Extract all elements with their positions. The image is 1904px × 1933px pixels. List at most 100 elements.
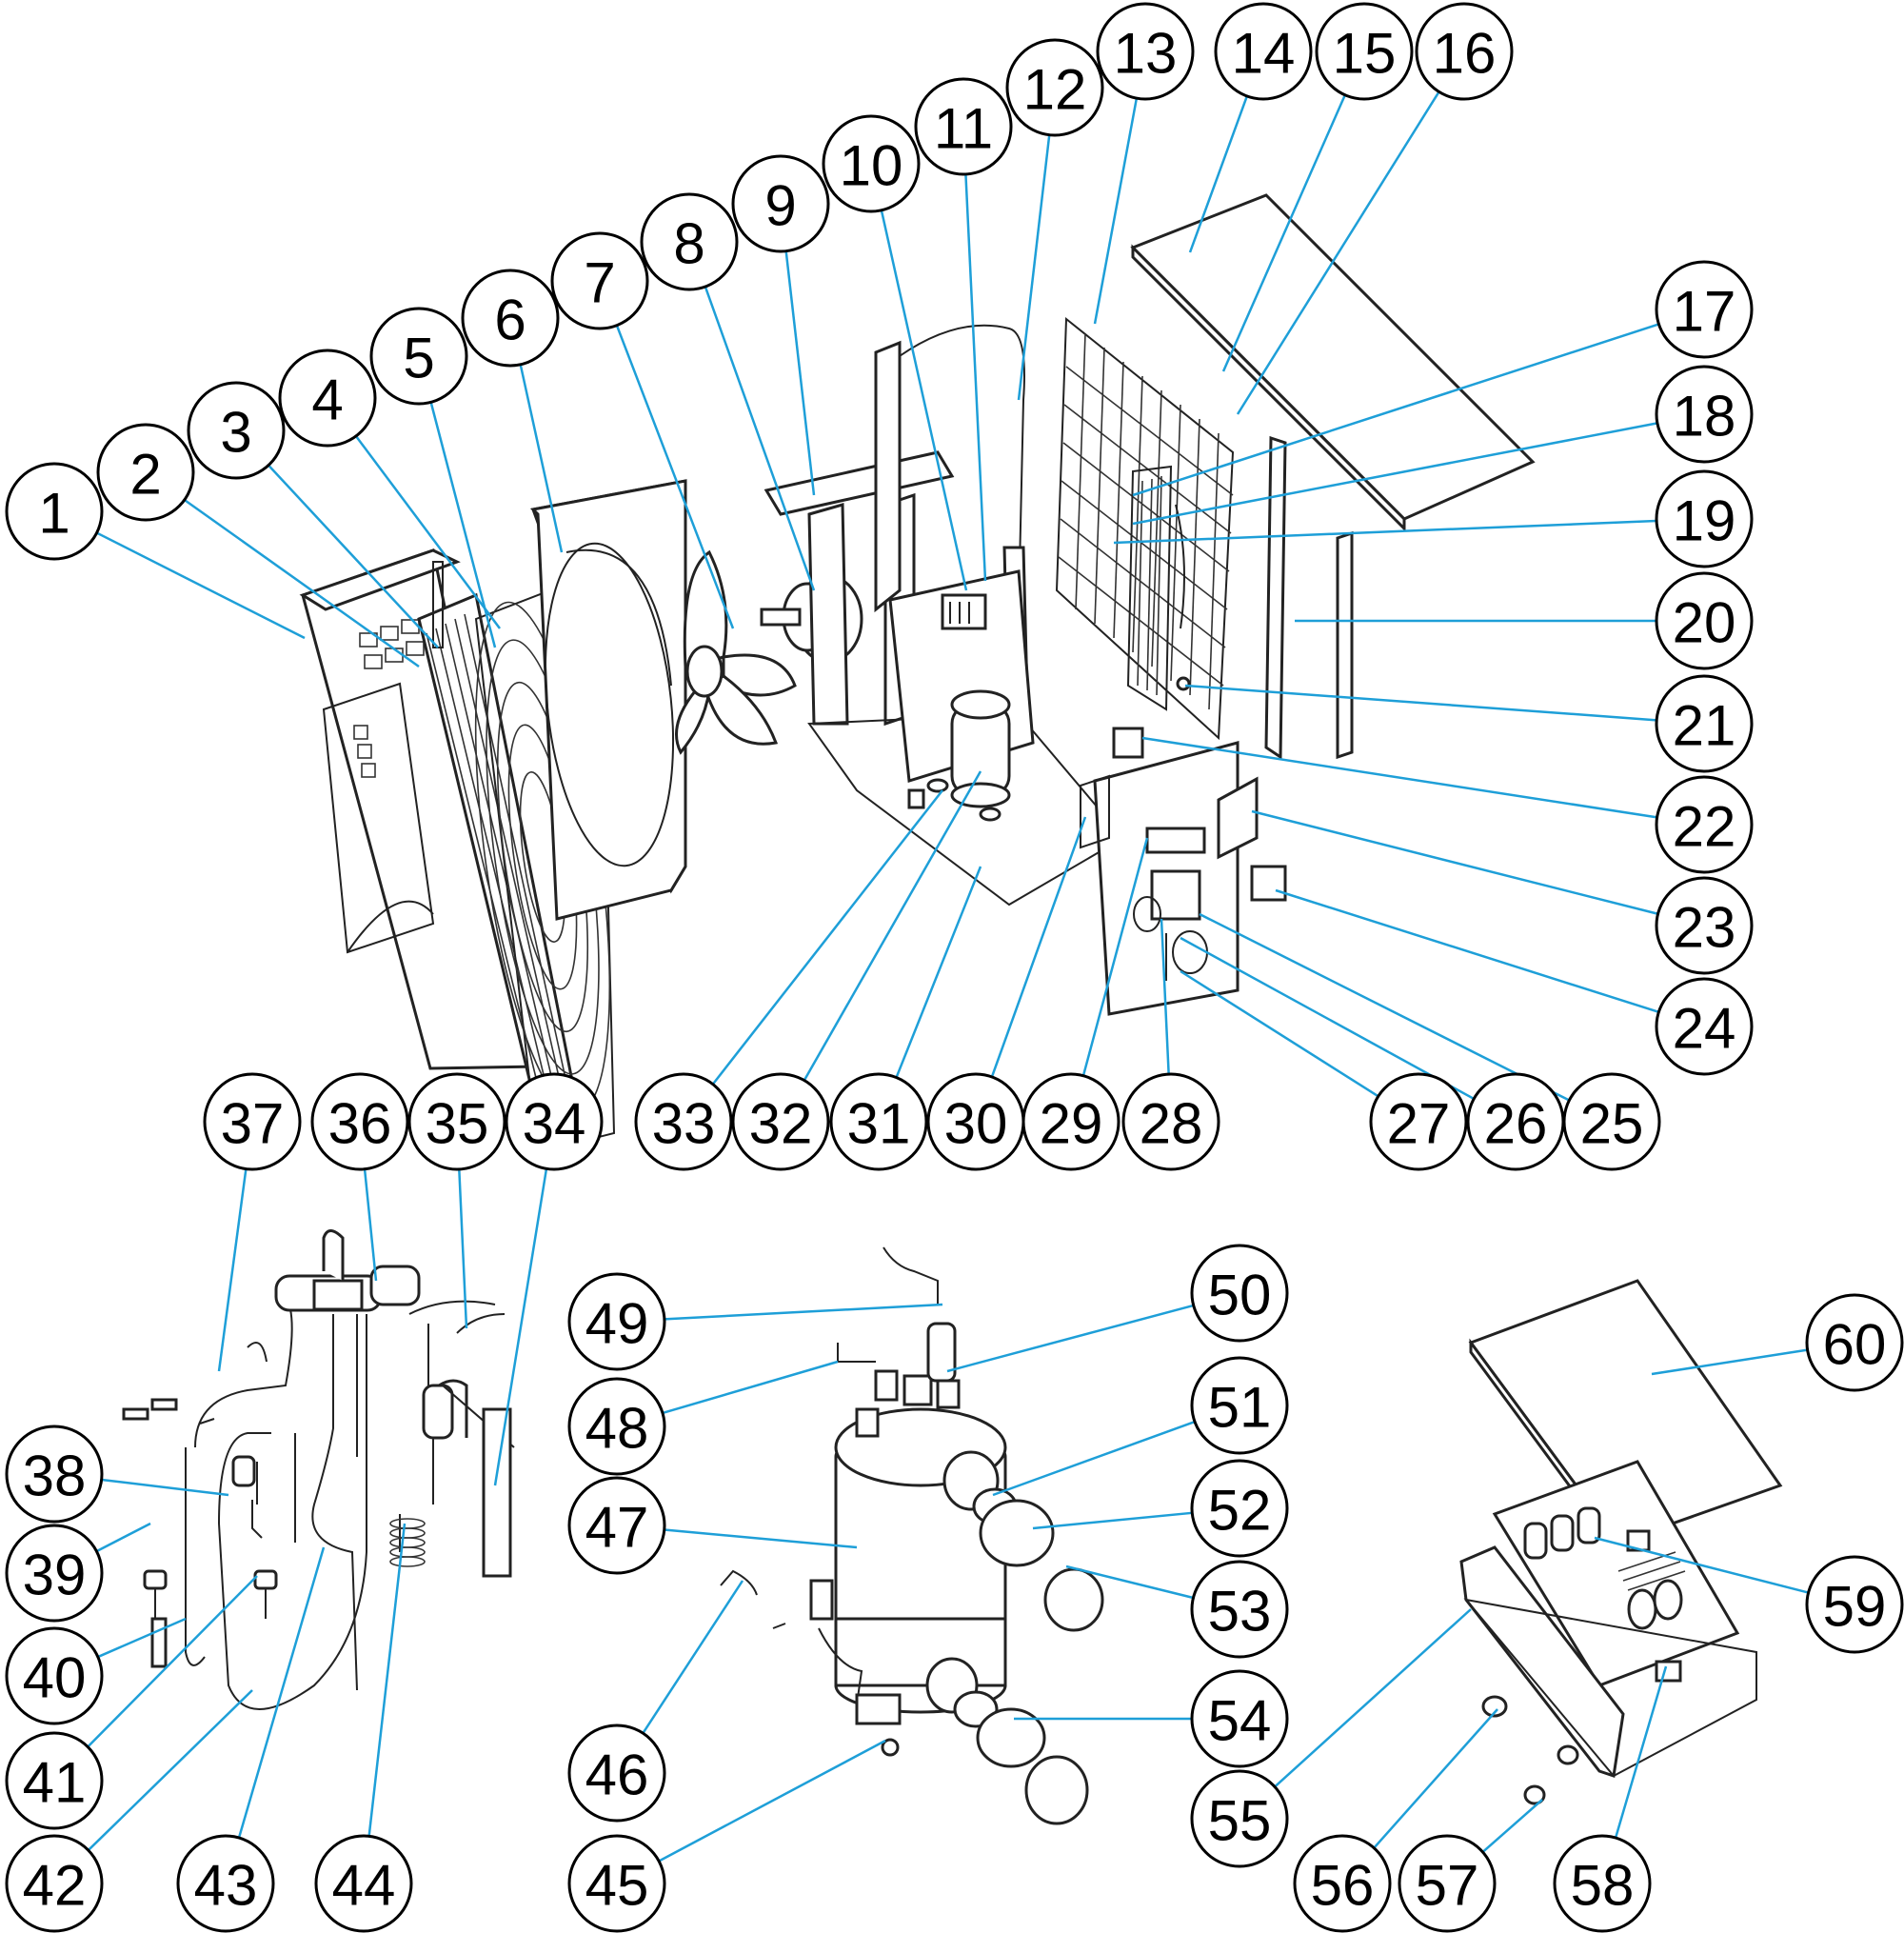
callout-circle-3 [187,381,286,480]
callout-number-39: 39 [23,1544,87,1607]
callout-number-14: 14 [1232,22,1296,86]
callout-number-9: 9 [764,174,796,238]
callout-44: 44 [314,1834,413,1933]
callout-39: 39 [5,1524,104,1623]
leader-line-56 [1373,1708,1498,1849]
callout-12: 12 [1005,38,1104,137]
callout-number-60: 60 [1823,1313,1887,1377]
leader-line-46 [642,1580,744,1734]
callout-circle-59 [1805,1555,1904,1654]
callout-number-24: 24 [1673,997,1736,1061]
callout-circle-30 [926,1072,1025,1171]
leader-line-21 [1184,684,1657,722]
leader-line-42 [87,1689,253,1851]
callout-number-52: 52 [1208,1479,1272,1543]
callout-number-53: 53 [1208,1580,1272,1644]
callout-circle-47 [567,1476,666,1575]
callout-circle-43 [176,1834,275,1933]
callout-circle-58 [1553,1834,1652,1933]
callout-11: 11 [914,77,1013,176]
callout-number-3: 3 [220,401,251,465]
callout-circle-23 [1655,876,1754,975]
callout-number-17: 17 [1673,280,1736,344]
callout-27: 27 [1369,1072,1468,1171]
leader-line-47 [664,1528,858,1549]
leader-line-5 [429,402,497,648]
leader-line-60 [1651,1348,1808,1376]
callout-circle-37 [203,1072,302,1171]
leader-line-15 [1221,94,1346,372]
leader-line-35 [458,1168,468,1329]
callout-circle-32 [731,1072,830,1171]
leader-line-37 [217,1168,248,1372]
callout-number-45: 45 [585,1854,649,1918]
callout-number-23: 23 [1673,896,1736,960]
callout-number-54: 54 [1208,1689,1272,1753]
callout-number-7: 7 [584,251,615,315]
callout-22: 22 [1655,775,1754,874]
callout-number-18: 18 [1673,385,1736,448]
compressor-drawing [907,689,1011,822]
callout-number-20: 20 [1673,591,1736,655]
callout-59: 59 [1805,1555,1904,1654]
leader-lines [87,90,1809,1863]
callout-circle-57 [1398,1834,1497,1933]
leader-line-49 [664,1303,943,1321]
front-side-panel-drawing [299,548,540,1070]
leader-line-33 [711,789,943,1086]
callout-number-40: 40 [23,1646,87,1710]
callout-number-36: 36 [328,1092,392,1156]
callout-10: 10 [822,114,921,213]
callout-circle-33 [634,1072,733,1171]
callout-circle-13 [1096,2,1195,101]
callout-20: 20 [1655,571,1754,670]
callout-28: 28 [1121,1072,1220,1171]
callout-31: 31 [829,1072,928,1171]
leader-line-34 [493,1168,548,1486]
callout-6: 6 [461,269,560,368]
callout-number-10: 10 [840,134,903,198]
callout-circle-24 [1655,977,1754,1076]
leader-line-2 [184,498,420,668]
leader-line-16 [1236,90,1440,415]
callout-9: 9 [731,154,830,253]
callout-circle-40 [5,1626,104,1725]
callout-number-1: 1 [38,482,69,546]
callout-37: 37 [203,1072,302,1171]
callout-13: 13 [1096,2,1195,101]
callout-number-31: 31 [847,1092,911,1156]
callout-circle-49 [567,1272,666,1371]
callout-circle-20 [1655,571,1754,670]
callout-circle-18 [1655,365,1754,464]
callout-number-11: 11 [934,97,993,161]
callout-circle-51 [1190,1356,1289,1455]
callout-circle-45 [567,1834,666,1933]
callout-57: 57 [1398,1834,1497,1933]
callout-number-57: 57 [1416,1854,1479,1918]
callout-number-4: 4 [311,369,343,432]
leader-line-57 [1481,1799,1543,1853]
callout-23: 23 [1655,876,1754,975]
leader-line-29 [1081,837,1149,1077]
callout-53: 53 [1190,1560,1289,1659]
callout-34: 34 [505,1072,604,1171]
top-cover-drawing [1130,193,1536,532]
leader-line-26 [1180,936,1475,1101]
callout-19: 19 [1655,469,1754,568]
callout-15: 15 [1315,2,1414,101]
callout-30: 30 [926,1072,1025,1171]
callout-number-16: 16 [1433,22,1497,86]
leader-line-8 [704,286,816,591]
callout-circle-55 [1190,1769,1289,1868]
callout-number-41: 41 [23,1751,87,1815]
callout-56: 56 [1293,1834,1392,1933]
callout-2: 2 [96,423,195,522]
callout-16: 16 [1415,2,1514,101]
callout-circle-28 [1121,1072,1220,1171]
callout-circle-27 [1369,1072,1468,1171]
leader-line-27 [1180,969,1379,1098]
callout-number-6: 6 [494,289,526,352]
callout-21: 21 [1655,674,1754,773]
leader-line-23 [1251,809,1658,915]
callout-17: 17 [1655,260,1754,359]
